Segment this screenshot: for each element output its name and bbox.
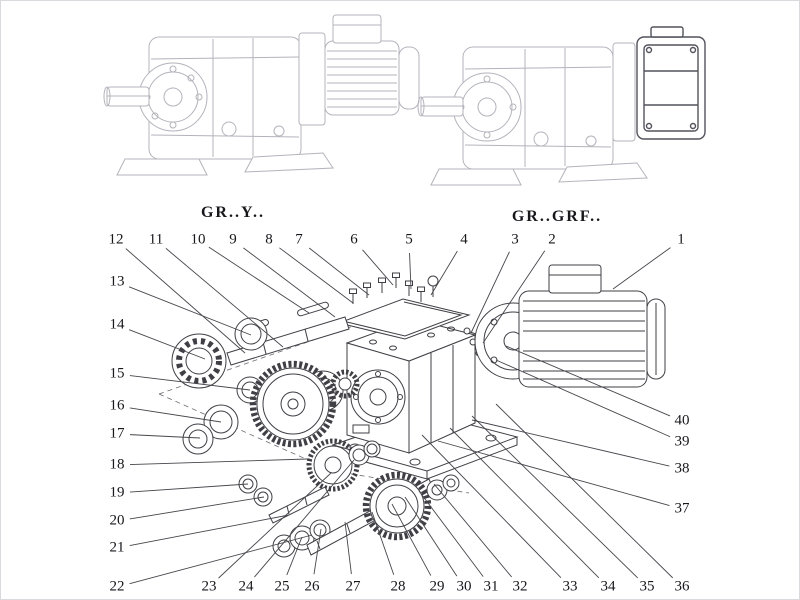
callout-38: 38 [672,460,692,477]
callout-11: 11 [146,231,166,248]
callout-29: 29 [427,578,447,595]
callout-18: 18 [107,456,127,473]
caption-gr-grf: GR..GRF.. [511,208,603,225]
callout-33: 33 [560,578,580,595]
callout-6: 6 [348,231,360,248]
callout-9: 9 [227,231,239,248]
callout-13: 13 [107,273,127,290]
callout-16: 16 [107,397,127,414]
callout-12: 12 [106,231,126,248]
callout-4: 4 [458,231,470,248]
callout-23: 23 [199,578,219,595]
caption-gr-y: GR..Y.. [200,204,266,221]
callout-31: 31 [481,578,501,595]
callout-24: 24 [236,578,256,595]
callout-26: 26 [302,578,322,595]
callout-2: 2 [546,231,558,248]
callout-37: 37 [672,500,692,517]
callout-20: 20 [107,512,127,529]
callout-34: 34 [598,578,618,595]
callout-39: 39 [672,433,692,450]
callout-22: 22 [107,578,127,595]
callout-21: 21 [107,539,127,556]
callout-36: 36 [672,578,692,595]
callout-3: 3 [509,231,521,248]
callout-8: 8 [263,231,275,248]
gearmotor-cover [636,26,706,140]
callout-35: 35 [637,578,657,595]
callout-17: 17 [107,425,127,442]
callout-14: 14 [107,316,127,333]
callout-27: 27 [343,578,363,595]
callout-1: 1 [675,231,687,248]
callout-19: 19 [107,484,127,501]
callout-15: 15 [107,365,127,382]
callout-5: 5 [403,231,415,248]
callout-28: 28 [388,578,408,595]
callout-10: 10 [188,231,208,248]
callout-32: 32 [510,578,530,595]
callout-25: 25 [272,578,292,595]
callout-40: 40 [672,412,692,429]
callout-30: 30 [454,578,474,595]
callout-7: 7 [293,231,305,248]
